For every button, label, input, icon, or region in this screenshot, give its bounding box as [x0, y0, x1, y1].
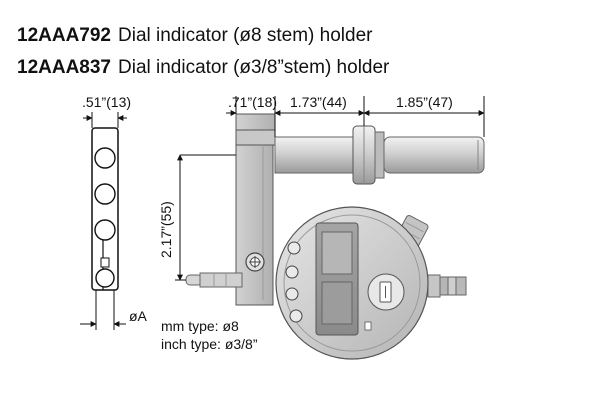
dim-bore-label: øA: [129, 308, 148, 324]
note-inch-type: inch type: ø3/8”: [161, 336, 258, 352]
dim-arm-span-label: 1.73”(44): [290, 94, 347, 110]
dimension-height: 2.17”(55): [158, 154, 236, 281]
side-view-clamp: [91, 127, 119, 291]
dim-arm-thickness-label: .71”(18): [228, 94, 277, 110]
product-row-2: 12AAA837 Dial indicator (ø3/8”stem) holde…: [17, 57, 389, 79]
product-name: Dial indicator (ø3/8”stem) holder: [118, 57, 390, 78]
holder-arm: [235, 113, 276, 306]
dim-height-label: 2.17”(55): [158, 201, 174, 258]
note-mm-type: mm type: ø8: [161, 318, 239, 334]
dim-rod-length-label: 1.85”(47): [396, 94, 453, 110]
dimension-chain-top: .71”(18) 1.73”(44) 1.85”(47): [226, 94, 485, 137]
dimension-width-clamp: .51”(13): [82, 94, 131, 128]
product-code: 12AAA837: [17, 57, 111, 78]
dim-width-clamp-label: .51”(13): [82, 94, 131, 110]
product-row-1: 12AAA792 Dial indicator (ø8 stem) holder: [17, 25, 372, 47]
holder-rod: [274, 125, 485, 185]
product-name: Dial indicator (ø8 stem) holder: [118, 25, 373, 46]
dimension-bore: øA: [80, 290, 148, 330]
digital-indicator: [185, 206, 467, 360]
product-code: 12AAA792: [17, 25, 111, 46]
